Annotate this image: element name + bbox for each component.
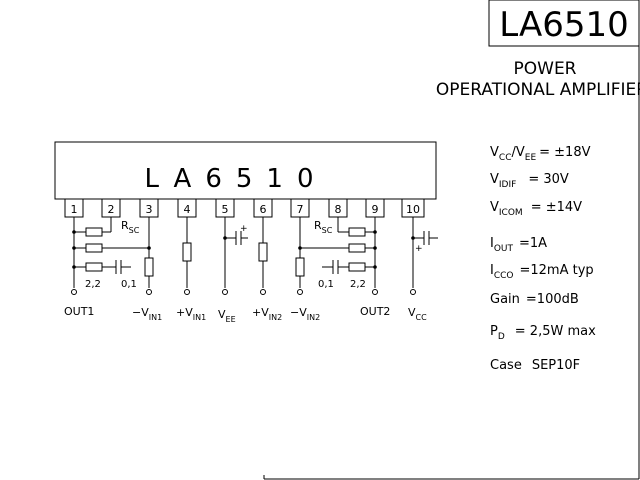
vin2-neg-label: −VIN2 — [290, 306, 320, 322]
spec-pd: PD= 2,5W max — [490, 324, 596, 342]
vin1-pos-label: +VIN1 — [176, 306, 206, 322]
pin-10-number: 10 — [406, 203, 420, 216]
vee-terminal — [222, 289, 228, 295]
vin1-neg-terminal — [146, 289, 152, 295]
node-dot — [373, 246, 377, 250]
node-dot — [147, 246, 151, 250]
pin-row: 1 2 3 4 5 6 7 8 9 10 — [64, 198, 425, 218]
spec-gain: Gain=100dB — [490, 292, 579, 307]
pin-1-number: 1 — [71, 203, 78, 216]
rsc-left-label: RSC — [121, 219, 140, 235]
part-number-title: LA6510 — [499, 5, 629, 45]
left-output-network: RSC 2,2 0,1 — [71, 217, 154, 295]
pin4-network — [182, 217, 192, 295]
node-dot — [373, 230, 377, 234]
vin2-pos-label: +VIN2 — [252, 306, 282, 322]
right-output-network: RSC 0,1 2,2 — [295, 217, 378, 295]
r-left-value: 2,2 — [85, 279, 101, 290]
pin-7-number: 7 — [297, 203, 304, 216]
pin-2-number: 2 — [108, 203, 115, 216]
ic-body-label: LA6510 — [144, 164, 327, 194]
subtitle-line-1: POWER — [514, 59, 577, 79]
out1-terminal — [71, 289, 77, 295]
r-2-2-right — [348, 262, 366, 272]
r-2-2-left — [85, 262, 103, 272]
c-left-value: 0,1 — [121, 279, 137, 290]
vin2-pos-terminal — [260, 289, 266, 295]
pin5-network: + — [222, 217, 248, 295]
pin-4-number: 4 — [184, 203, 191, 216]
title-box — [488, 0, 640, 47]
out2-label: OUT2 — [360, 305, 390, 318]
vin1-neg-label: −VIN1 — [132, 306, 162, 322]
pin3-resistor — [144, 257, 154, 277]
vcc-cap-polarity: + — [415, 244, 423, 254]
pin-9-number: 9 — [372, 203, 379, 216]
spec-vidif: VIDIF= 30V — [490, 172, 569, 190]
rsc-right-label: RSC — [314, 219, 333, 235]
r-right-value: 2,2 — [350, 279, 366, 290]
rsc-left-resistor — [85, 227, 103, 237]
pin-3-number: 3 — [146, 203, 153, 216]
ic-package-body — [54, 141, 437, 200]
out2-terminal — [372, 289, 378, 295]
pin6-network — [258, 217, 268, 295]
spec-icco: ICCO=12mA typ — [490, 263, 594, 281]
c-right-value: 0,1 — [318, 279, 334, 290]
bias-resistor-left — [85, 243, 103, 253]
out1-label: OUT1 — [64, 305, 94, 318]
pin10-network: + — [410, 217, 438, 295]
pin6-resistor — [258, 242, 268, 262]
spec-vcc-vee: VCC/VEE= ±18V — [490, 145, 591, 163]
pin4-resistor — [182, 242, 192, 262]
pin-6-number: 6 — [260, 203, 267, 216]
vcc-label: VCC — [408, 306, 427, 322]
pin-5-number: 5 — [222, 203, 229, 216]
vee-cap-polarity: + — [240, 224, 248, 234]
vin1-pos-terminal — [184, 289, 190, 295]
terminal-labels: OUT1 −VIN1 +VIN1 VEE +VIN2 −VIN2 OUT2 VC… — [64, 305, 427, 324]
vin2-neg-terminal — [297, 289, 303, 295]
spec-iout: IOUT=1A — [490, 236, 547, 254]
spec-list: VCC/VEE= ±18V VIDIF= 30V VICOM= ±14V IOU… — [490, 145, 596, 373]
vee-label: VEE — [218, 308, 236, 324]
pin-8-number: 8 — [335, 203, 342, 216]
subtitle-line-2: OPERATIONAL AMPLIFIER — [436, 80, 640, 100]
pin7-resistor — [295, 257, 305, 277]
rsc-right-resistor — [348, 227, 366, 237]
spec-vicom: VICOM= ±14V — [490, 200, 582, 218]
bias-resistor-right — [348, 243, 366, 253]
vcc-terminal — [410, 289, 416, 295]
